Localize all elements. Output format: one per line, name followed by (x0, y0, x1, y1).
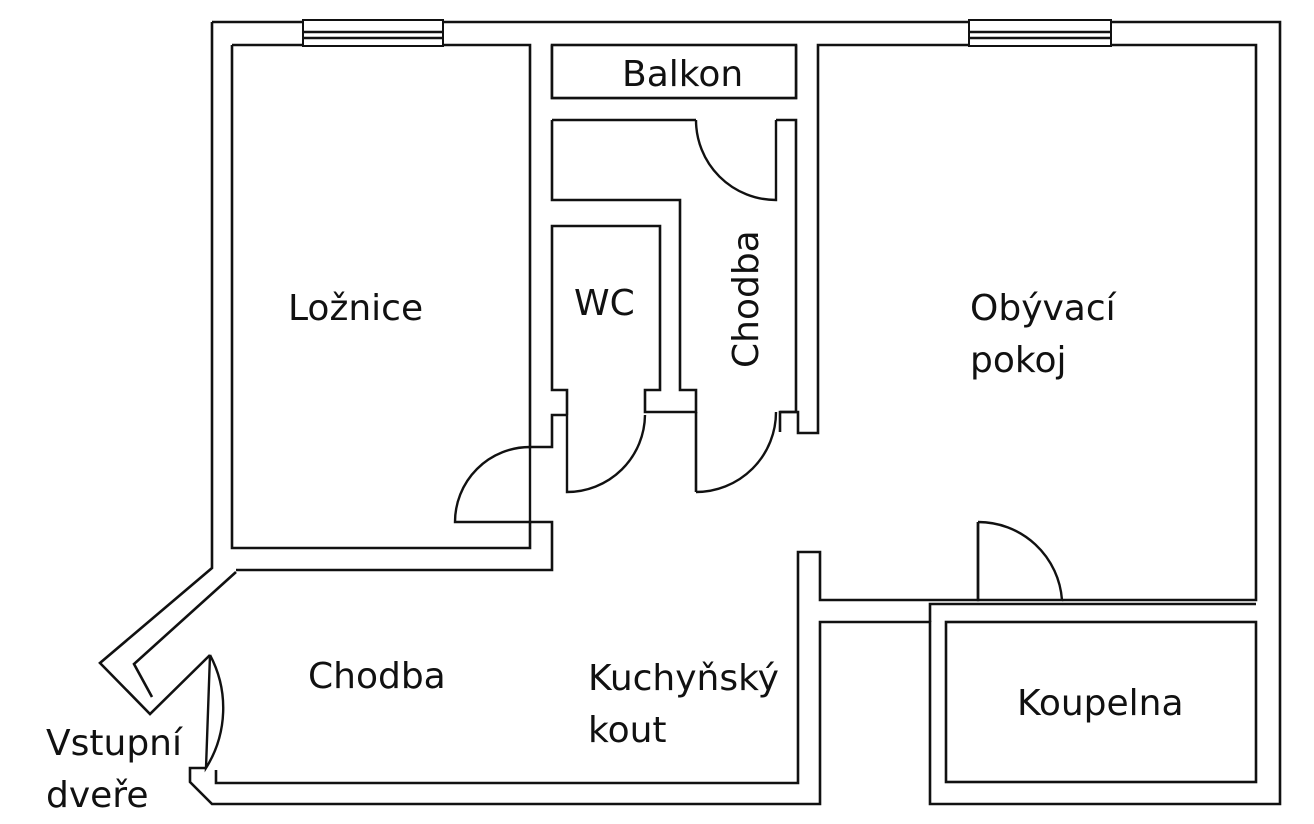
balcony-door (694, 119, 778, 202)
upper-corridor-label: Chodba (726, 230, 767, 368)
windows (302, 19, 1112, 47)
lower-corridor-label: Chodba (308, 656, 446, 697)
living-room-label-line1: Obývací (970, 288, 1117, 329)
entrance-label-line2: dveře (46, 775, 148, 816)
entrance-label-line1: Vstupní (46, 723, 183, 764)
living-room-window (968, 19, 1112, 47)
outer-walls (98, 20, 1282, 806)
balcony-room (550, 43, 798, 100)
outer-wall-outline (98, 20, 1282, 806)
balcony-label: Balkon (622, 54, 743, 95)
wc-door (565, 414, 647, 494)
bathroom-walls (928, 602, 1258, 784)
kitchenette-label-line2: kout (588, 710, 667, 751)
room-labels: Ložnice Balkon WC Chodba Obývací pokoj C… (46, 54, 1184, 816)
bathroom-label: Koupelna (1017, 683, 1184, 724)
wc-label: WC (574, 283, 635, 324)
doors (204, 119, 1064, 773)
central-walls (550, 118, 798, 492)
kitchenette-label-line1: Kuchyňský (588, 658, 779, 699)
bedroom-window (302, 19, 444, 47)
living-room-label-line2: pokoj (970, 340, 1066, 381)
bedroom-label: Ložnice (288, 288, 423, 329)
living-room-door (695, 411, 778, 494)
entrance-door (204, 654, 225, 773)
bathroom-top-wall (928, 602, 1256, 622)
wc-wall-outline (550, 118, 698, 415)
bathroom-room (944, 620, 1258, 784)
bathroom-door (976, 520, 1064, 602)
bedroom-door (453, 445, 532, 524)
upper-corridor-wall (776, 118, 798, 414)
